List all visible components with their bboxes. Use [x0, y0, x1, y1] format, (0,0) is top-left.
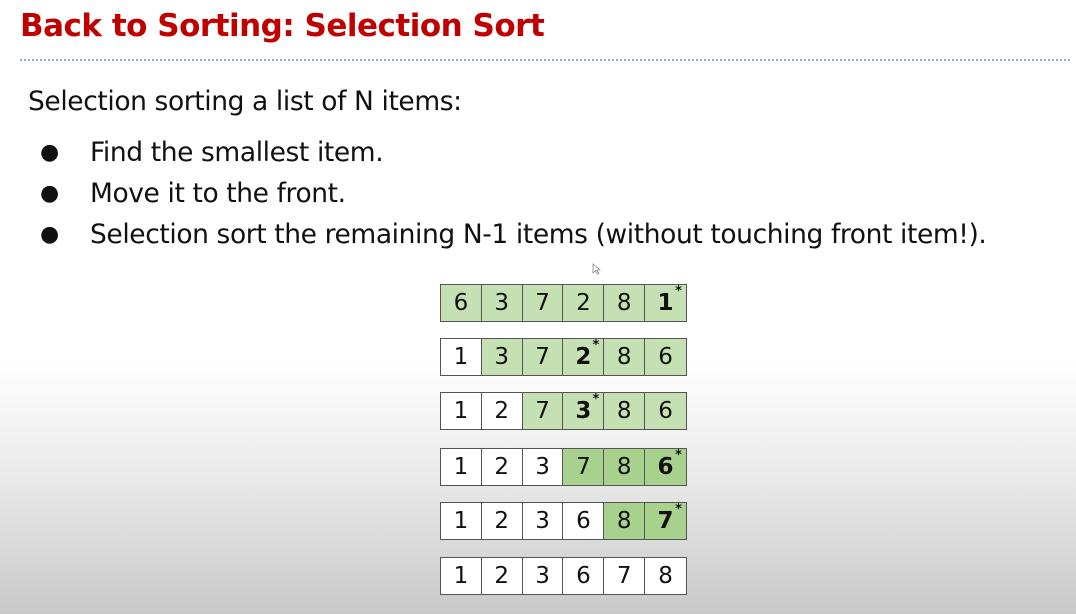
bullet-list: ● Find the smallest item. ● Move it to t… [40, 132, 987, 255]
unsorted-cell: 3 [481, 285, 523, 321]
title-divider [20, 59, 1070, 61]
cell-value: 8 [616, 290, 632, 316]
cell-value: 6 [576, 563, 591, 589]
sorted-cell: 1 [441, 393, 482, 429]
cell-value: 3 [535, 563, 550, 589]
bullet-item: ● Selection sort the remaining N-1 items… [40, 214, 987, 255]
sorted-cell: 3 [522, 503, 564, 539]
sorted-cell: 2 [481, 393, 523, 429]
bullet-item: ● Find the smallest item. [40, 132, 986, 173]
cell-value: 6 [658, 344, 673, 370]
sorted-cell: 1 [441, 558, 482, 594]
bullet-dot: ● [40, 140, 59, 165]
bullet-dot: ● [40, 181, 59, 206]
sorted-cell: 2 [481, 558, 523, 594]
unsorted-cell: 1* [645, 285, 686, 321]
cell-value: 3 [494, 344, 510, 370]
sorted-cell: 7 [604, 558, 646, 594]
cell-value: 8 [616, 398, 632, 424]
cell-value: 1 [453, 398, 469, 424]
cell-value: 3 [575, 398, 592, 424]
cell-value: 7 [576, 454, 591, 480]
unsorted-cell: 8 [604, 503, 646, 539]
min-marker: * [592, 338, 600, 353]
unsorted-cell: 3* [563, 392, 605, 429]
cell-value: 1 [453, 563, 469, 589]
cell-value: 7 [535, 344, 550, 370]
unsorted-cell: 6* [645, 449, 686, 485]
unsorted-cell: 6 [441, 285, 482, 321]
sorted-cell: 8 [645, 558, 686, 594]
sorted-cell: 2 [481, 503, 523, 539]
cell-value: 2 [494, 563, 510, 589]
cell-value: 2 [494, 454, 510, 480]
cell-value: 6 [453, 290, 469, 316]
cell-value: 7 [657, 508, 674, 534]
bullet-text: Move it to the front. [90, 178, 346, 209]
cell-value: 8 [616, 508, 632, 534]
cell-value: 6 [658, 398, 673, 424]
cell-value: 3 [494, 290, 510, 316]
cell-value: 8 [658, 563, 673, 589]
cell-value: 8 [616, 454, 632, 480]
sorted-cell: 2 [481, 449, 523, 485]
unsorted-cell: 7 [522, 393, 564, 429]
unsorted-cell: 7 [522, 285, 564, 321]
cell-value: 2 [494, 508, 510, 534]
cell-value: 2 [494, 398, 510, 424]
cell-value: 3 [535, 454, 550, 480]
cell-value: 7 [535, 290, 550, 316]
cell-value: 1 [453, 344, 469, 370]
min-marker: * [592, 392, 600, 407]
sorted-cell: 6 [563, 558, 605, 594]
cell-value: 2 [575, 344, 592, 370]
cell-value: 7 [616, 563, 632, 589]
unsorted-cell: 6 [645, 393, 686, 429]
cell-value: 8 [616, 344, 632, 370]
cell-value: 2 [576, 290, 591, 316]
min-marker: * [675, 284, 682, 299]
sorted-cell: 1 [441, 503, 482, 539]
unsorted-cell: 8 [604, 285, 646, 321]
cell-value: 3 [535, 508, 550, 534]
sorted-cell: 6 [563, 503, 605, 539]
unsorted-cell: 3 [481, 339, 523, 375]
sorted-cell: 1 [441, 339, 482, 375]
cell-value: 7 [535, 398, 550, 424]
unsorted-cell: 7 [522, 339, 564, 375]
unsorted-cell: 8 [604, 339, 646, 375]
cell-value: 6 [657, 454, 674, 480]
unsorted-cell: 8 [604, 393, 646, 429]
min-marker: * [675, 502, 682, 517]
min-marker: * [675, 448, 682, 463]
unsorted-cell: 2 [563, 285, 605, 321]
unsorted-cell: 2* [563, 338, 605, 375]
cell-value: 1 [453, 454, 469, 480]
slide-title: Back to Sorting: Selection Sort [20, 8, 545, 44]
unsorted-cell: 8 [604, 449, 646, 485]
sorted-cell: 3 [522, 449, 564, 485]
bullet-text: Selection sort the remaining N-1 items (… [90, 219, 987, 250]
cell-value: 1 [657, 290, 674, 316]
cell-value: 6 [576, 508, 591, 534]
bullet-text: Find the smallest item. [90, 137, 384, 168]
bullet-item: ● Move it to the front. [40, 173, 986, 214]
intro-text: Selection sorting a list of N items: [28, 86, 462, 117]
unsorted-cell: 6 [645, 339, 686, 375]
cell-value: 1 [453, 508, 469, 534]
mouse-cursor-icon [592, 263, 601, 275]
sorted-cell: 1 [441, 449, 482, 485]
bullet-dot: ● [40, 222, 59, 247]
sorted-cell: 3 [522, 558, 564, 594]
unsorted-cell: 7 [563, 449, 605, 485]
unsorted-cell: 7* [645, 503, 686, 539]
